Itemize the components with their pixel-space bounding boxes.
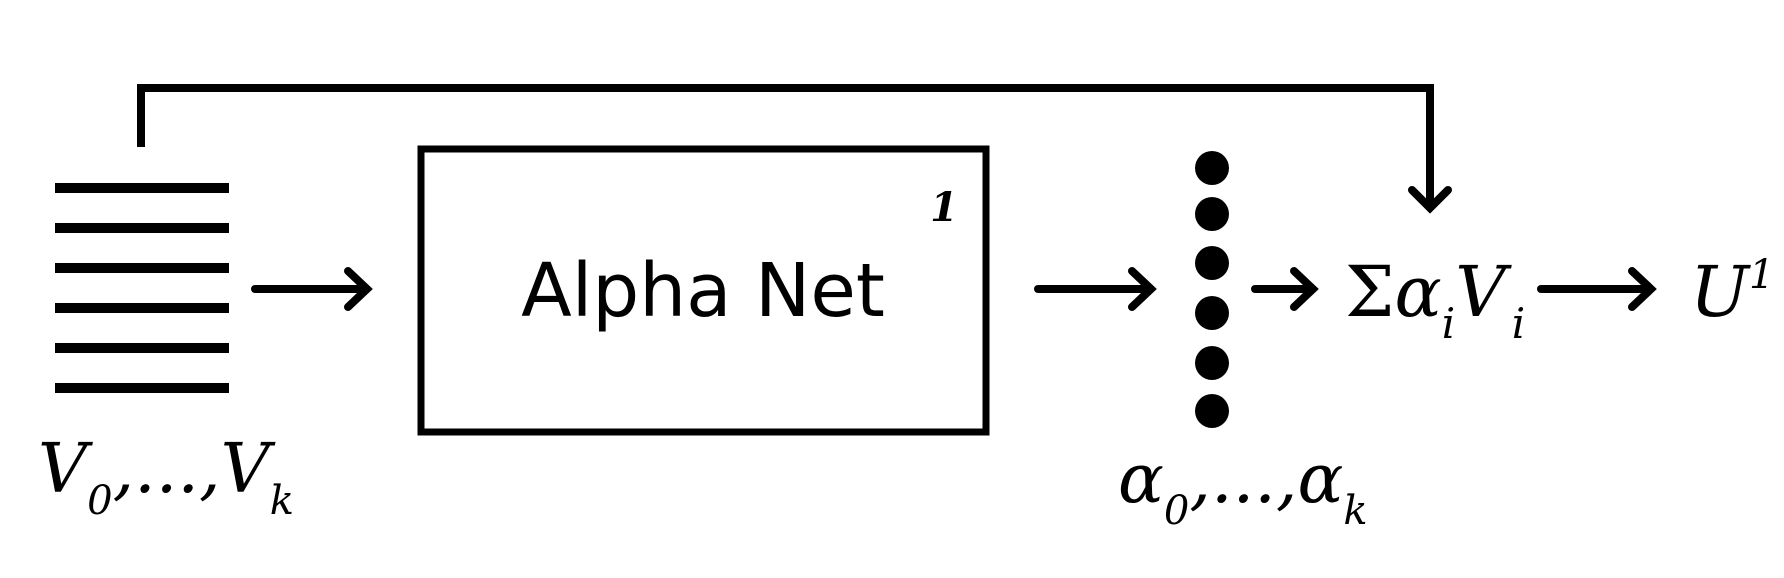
alpha-net-superscript: 1 xyxy=(930,184,958,231)
weights-alpha-start: α xyxy=(1118,440,1164,519)
input-label: V0,...,Vk xyxy=(38,430,294,524)
sum-alpha: α xyxy=(1395,251,1442,333)
input-stack-icon xyxy=(55,183,229,393)
weight-dot xyxy=(1195,246,1229,280)
sum-sigma: Σ xyxy=(1345,251,1395,333)
weight-dot xyxy=(1195,394,1229,428)
output-u: U xyxy=(1690,251,1751,333)
weights-sub-start: 0 xyxy=(1164,488,1189,534)
weights-sub-end: k xyxy=(1343,488,1367,534)
input-sub-start: 0 xyxy=(87,478,112,524)
output-label: U1 xyxy=(1690,251,1774,333)
weights-alpha-end: α xyxy=(1297,440,1343,519)
alpha-net-label: Alpha Net xyxy=(521,248,885,334)
weights-sep: ,..., xyxy=(1189,440,1297,519)
output-superscript: 1 xyxy=(1749,252,1774,298)
weights-to-sum-arrow xyxy=(1251,267,1319,311)
alpha-net-box xyxy=(417,145,990,436)
input-v-start: V xyxy=(38,430,93,509)
input-sep: ,..., xyxy=(113,430,221,509)
weight-dot xyxy=(1195,296,1229,330)
weights-label: α0,...,αk xyxy=(1118,440,1368,534)
sum-v-subscript: i xyxy=(1512,299,1525,348)
input-v-end: V xyxy=(221,430,276,509)
weight-dot xyxy=(1195,151,1229,185)
net-to-weights-arrow xyxy=(1034,267,1157,311)
skip-connection-arrow xyxy=(137,84,1434,205)
sum-alpha-subscript: i xyxy=(1442,299,1455,348)
sum-v: V xyxy=(1455,251,1512,333)
weight-dot xyxy=(1195,197,1229,231)
input-sub-end: k xyxy=(270,478,294,524)
weights-column-icon xyxy=(1195,151,1229,428)
sum-to-output-arrow xyxy=(1537,267,1657,311)
weight-dot xyxy=(1195,346,1229,380)
skip-connection-arrowhead-icon xyxy=(1408,186,1452,214)
input-to-net-arrow xyxy=(251,267,373,311)
